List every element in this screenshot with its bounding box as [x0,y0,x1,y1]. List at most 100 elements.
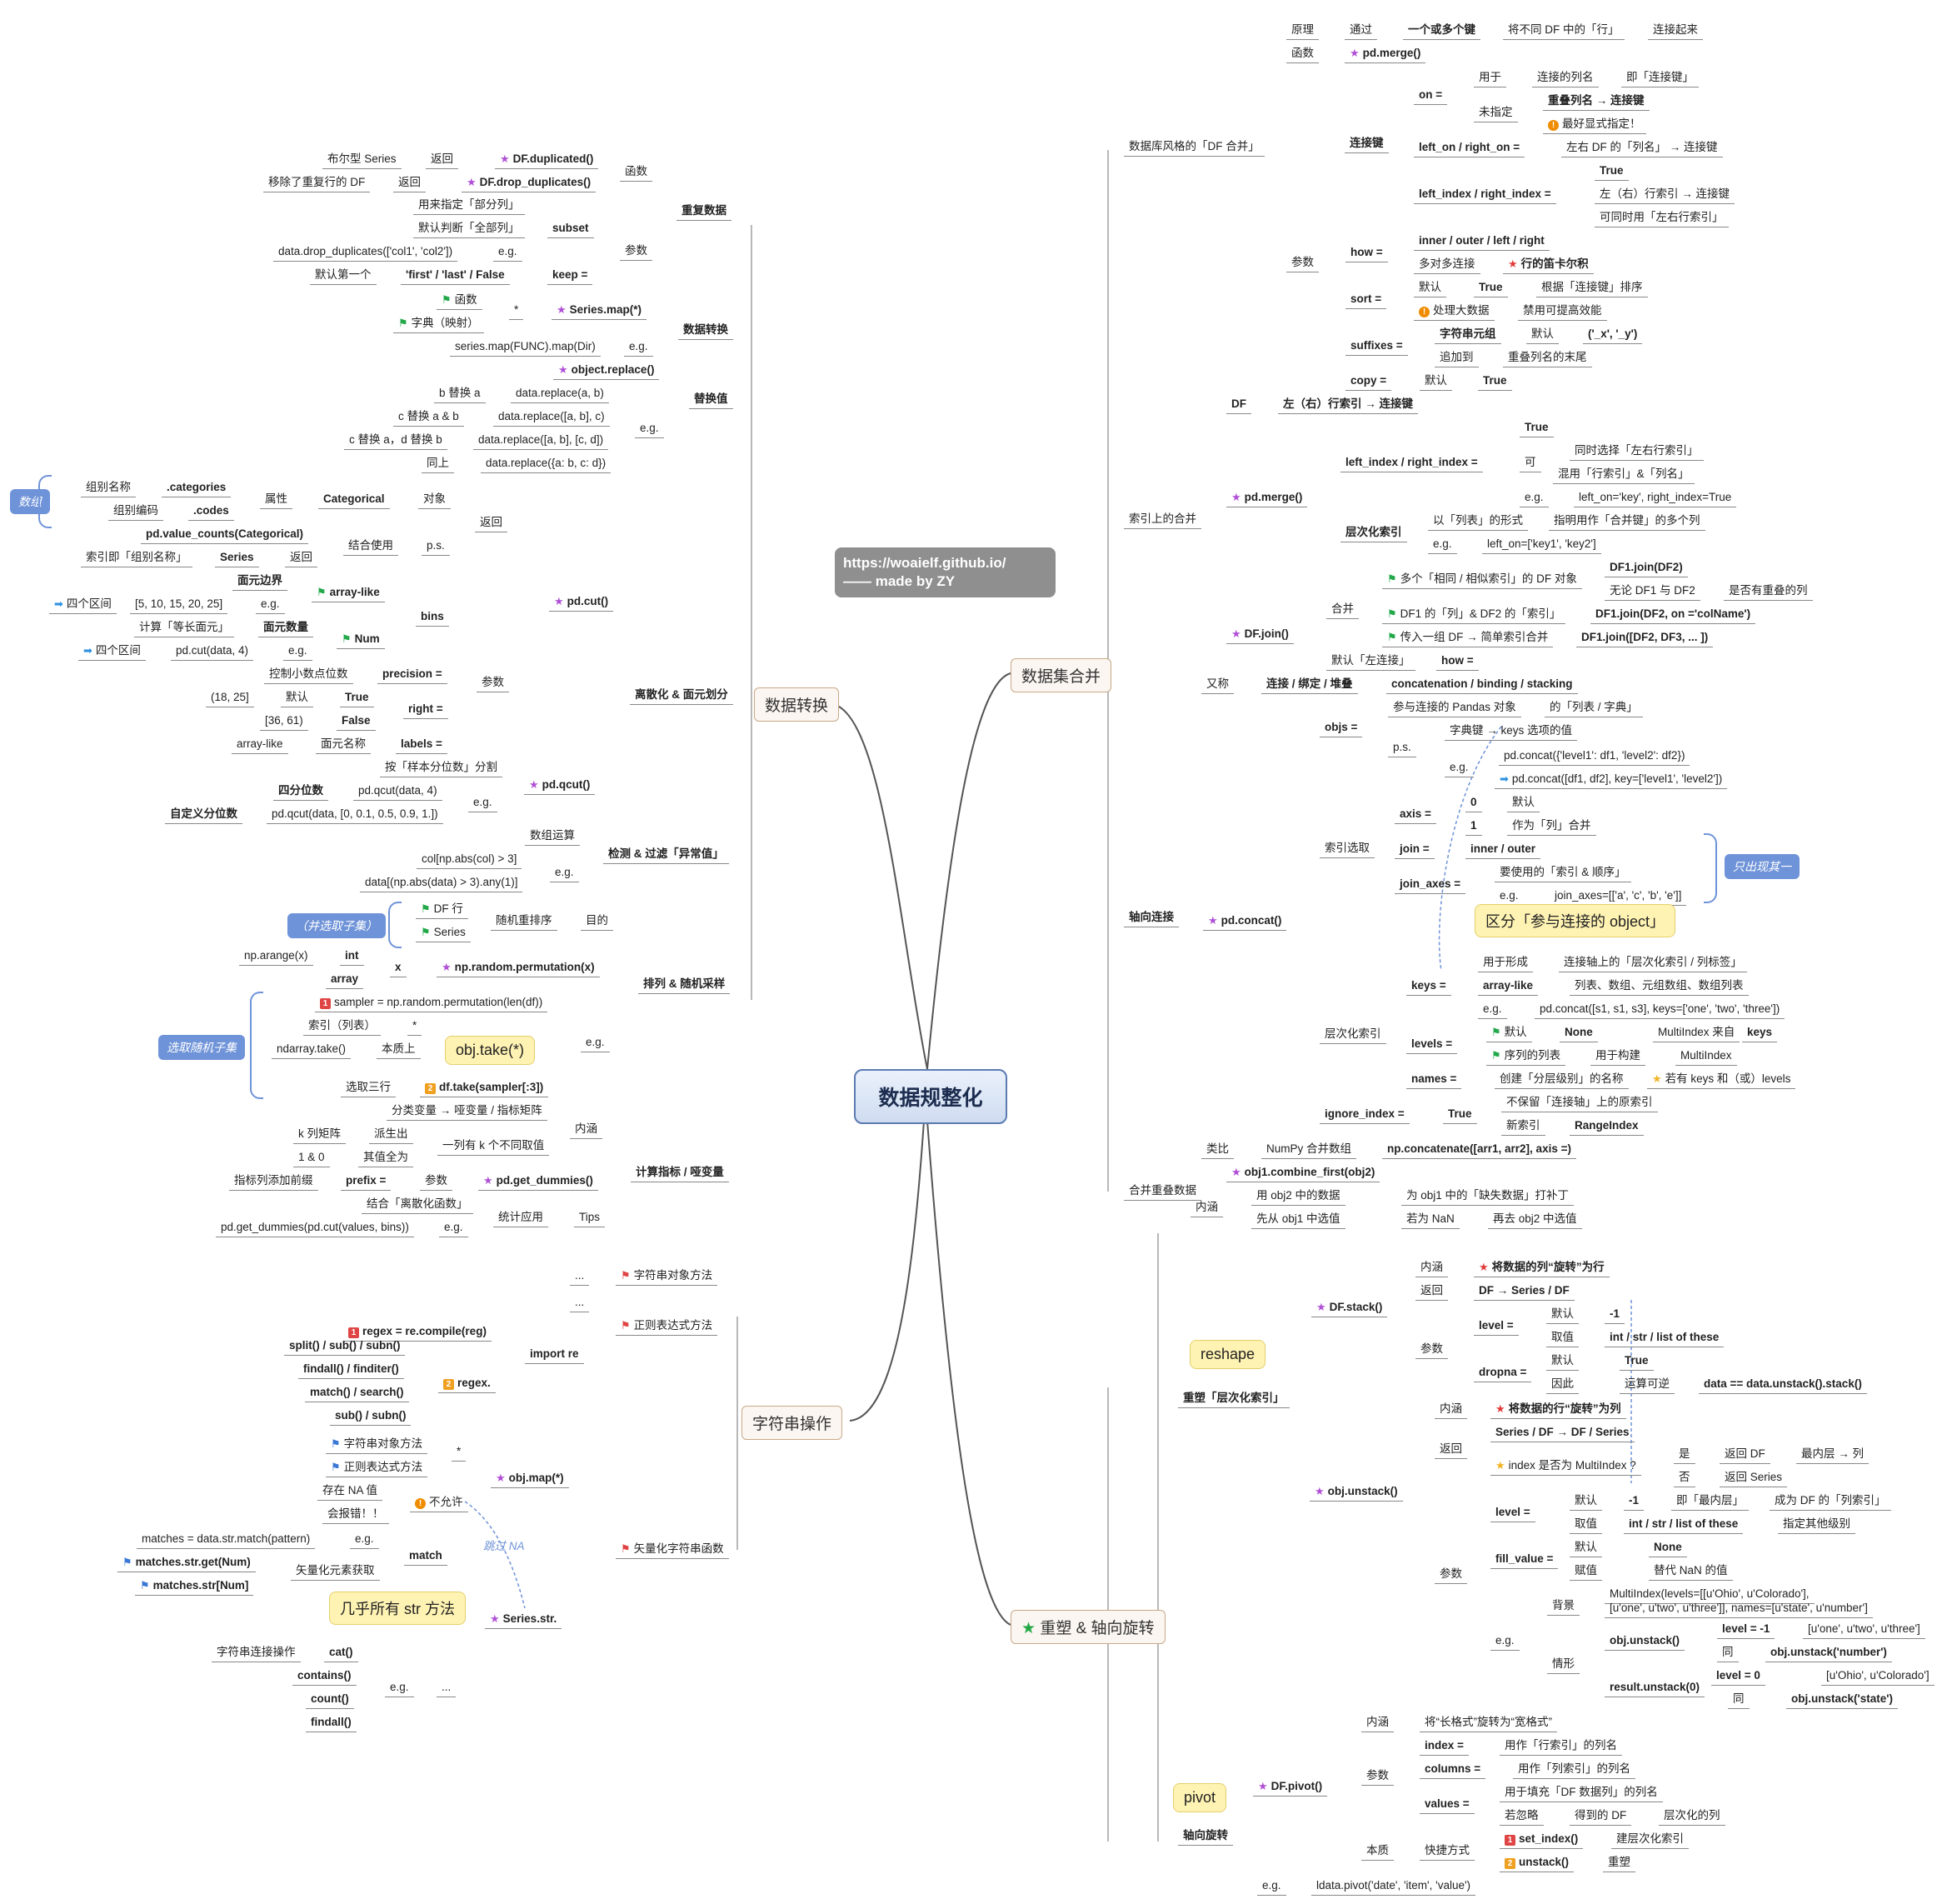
node-cut-labels[interactable]: labels = [401,737,442,751]
node-dummy-tips[interactable]: Tips [579,1211,600,1224]
node-reshape-s_m[interactable]: ★将数据的列“旋转”为行 [1479,1261,1605,1274]
node-merge-sdef[interactable]: 默认 [1531,327,1554,341]
node-dup-func[interactable]: 函数 [625,165,647,178]
node-idxmerge-j1n[interactable]: 无论 DF1 与 DF2 [1610,584,1695,597]
node-idxmerge-df_d[interactable]: 左（右）行索引 → 连接键 [1283,397,1413,411]
node-cut-cats[interactable]: .categories [167,481,226,494]
node-reshape-u_r[interactable]: Series / DF → DF / Series [1495,1426,1630,1439]
node-str-objmap[interactable]: ★obj.map(*) [496,1472,564,1485]
node-concat-idxsel[interactable]: 索引选取 [1325,842,1370,855]
node-merge-copy[interactable]: copy = [1350,374,1386,387]
node-cut-q1c[interactable]: pd.qcut(data, 4) [358,784,437,797]
node-overlap-o5[interactable]: 再去 obj2 中选值 [1493,1212,1577,1226]
node-cut-combine[interactable]: 结合使用 [348,539,393,552]
node-dummy-eg[interactable]: e.g. [444,1221,463,1234]
node-dummy-prefix_desc[interactable]: 指标列添加前缀 [234,1174,313,1187]
node-cut-precision_desc[interactable]: 控制小数点位数 [269,667,348,681]
node-concat-objs[interactable]: objs = [1325,721,1357,734]
node-concat-c1[interactable]: pd.concat({'level1': df1, 'level2': df2}… [1504,749,1685,762]
node-outlier-title[interactable]: 检测 & 过滤「异常值」 [608,847,724,861]
node-str-eg2[interactable]: e.g. [390,1681,409,1694]
node-merge-sort_by[interactable]: 根据「连接键」排序 [1541,281,1643,294]
node-cut-pdcut[interactable]: ★pd.cut() [554,595,608,608]
node-map-series_map[interactable]: ★Series.map(*) [557,303,642,317]
node-overlap-o2[interactable]: 为 obj1 中的「缺失数据」打补丁 [1406,1189,1569,1202]
node-dup-dupl_bool[interactable]: 布尔型 Series [327,152,397,166]
node-reshape-bg1[interactable]: MultiIndex(levels=[[u'Ohio', u'Colorado'… [1610,1587,1810,1601]
node-pivot-title[interactable]: 轴向旋转 [1183,1829,1228,1842]
node-perm-x[interactable]: x [395,961,402,974]
node-cut-num[interactable]: ⚑Num [342,632,380,646]
node-pivot-shortcut[interactable]: 快捷方式 [1425,1844,1470,1857]
node-cut-labels_desc[interactable]: 面元名称 [321,737,366,751]
topic-transform[interactable]: 数据转换 [754,687,840,722]
node-reshape-lv1v[interactable]: [u'one', u'two', u'three'] [1808,1622,1920,1636]
node-concat-l_use[interactable]: 用于构建 [1595,1049,1640,1062]
node-reshape-f_none[interactable]: None [1654,1541,1682,1554]
node-concat-ign_2[interactable]: 新索引 [1506,1119,1540,1132]
node-dummy-code[interactable]: pd.get_dummies(pd.cut(values, bins)) [221,1221,409,1234]
node-merge-joinkey[interactable]: 连接键 [1350,137,1384,150]
node-outlier-ops[interactable]: 数组运算 [530,829,575,842]
node-str-star[interactable]: * [457,1445,461,1458]
node-reshape-val[interactable]: 取值 [1551,1331,1574,1344]
node-cut-labels_type[interactable]: array-like [237,737,283,751]
node-concat-a1[interactable]: 1 [1470,819,1477,832]
node-cut-param[interactable]: 参数 [482,676,504,689]
node-concat-jax_d[interactable]: 要使用的「索引 & 顺序」 [1500,866,1626,879]
node-perm-np_arange[interactable]: np.arange(x) [244,949,308,962]
node-merge-tuple[interactable]: 字符串元组 [1440,327,1496,341]
node-dummy-k[interactable]: k 列矩阵 [298,1127,341,1141]
node-overlap-func[interactable]: ★obj1.combine_first(obj2) [1231,1166,1375,1179]
node-reshape-u_other[interactable]: 指定其他级别 [1783,1517,1850,1531]
node-pivot-m[interactable]: 将“长格式”旋转为“宽格式” [1425,1716,1552,1729]
node-reshape-oun[interactable]: obj.unstack('number') [1770,1646,1887,1659]
node-idxmerge-eg2_c[interactable]: left_on=['key1', 'key2'] [1487,537,1596,551]
node-str-dots3[interactable]: ... [442,1681,451,1694]
node-cut-vc[interactable]: pd.value_counts(Categorical) [146,527,303,541]
node-reshape-ous[interactable]: obj.unstack('state') [1791,1692,1893,1706]
node-concat-l_mi2[interactable]: MultiIndex [1680,1049,1732,1062]
node-replace-title[interactable]: 替换值 [694,392,728,406]
node-dummy-val[interactable]: 其值全为 [363,1151,408,1164]
node-idxmerge-j2c[interactable]: DF1.join(DF2, on ='colName') [1595,607,1750,621]
node-reshape-ou[interactable]: obj.unstack() [1610,1634,1680,1647]
node-reshape-no[interactable]: 否 [1679,1471,1690,1484]
node-cut-four[interactable]: ➡四个区间 [54,597,112,611]
node-dup-keep_def[interactable]: 默认第一个 [315,268,372,282]
topic-combine[interactable]: 数据集合并 [1011,658,1112,692]
node-cut-array_like[interactable]: ⚑array-like [317,586,380,599]
node-concat-k_al[interactable]: array-like [1483,979,1533,992]
node-overlap-o3[interactable]: 先从 obj1 中选值 [1256,1212,1340,1226]
node-dup-param[interactable]: 参数 [625,244,647,257]
node-concat-ign_1[interactable]: 不保留「连接轴」上的原索引 [1506,1096,1653,1109]
node-replace-r4b[interactable]: data.replace({a: b, c: d}) [486,457,606,470]
node-idxmerge-pdmerge[interactable]: ★pd.merge() [1231,491,1302,504]
node-pivot-index[interactable]: index = [1425,1739,1464,1752]
node-idxmerge-sel[interactable]: 同时选择「左右行索引」 [1575,444,1699,457]
node-str-contains[interactable]: contains() [297,1669,352,1682]
node-pivot-omit[interactable]: 若忽略 [1505,1809,1539,1822]
node-concat-k_al_d[interactable]: 列表、数组、元组数组、数组列表 [1575,979,1744,992]
node-str-s2[interactable]: findall() / finditer() [303,1362,399,1376]
node-perm-essence[interactable]: 本质上 [382,1042,416,1056]
node-perm-idx[interactable]: 索引（列表） [308,1019,376,1032]
node-str-get[interactable]: ⚑matches.str.get(Num) [122,1556,251,1569]
node-concat-axis[interactable]: axis = [1400,807,1431,821]
node-cut-right_b[interactable]: [36, 61) [265,714,303,727]
node-concat-objs_d2[interactable]: 的「列表 / 字典」 [1550,701,1638,714]
node-merge-sort_t[interactable]: True [1479,281,1503,294]
node-str-om2[interactable]: ⚑正则表达式方法 [331,1461,422,1474]
node-pivot-index_d[interactable]: 用作「行索引」的列名 [1505,1739,1617,1752]
node-reshape-lv0v[interactable]: [u'Ohio', u'Colorado'] [1826,1669,1930,1682]
node-dummy-one[interactable]: 1 & 0 [298,1151,325,1164]
node-perm-take[interactable]: ndarray.take() [277,1042,346,1056]
node-perm-title[interactable]: 排列 & 随机采样 [643,977,725,991]
node-cut-bins[interactable]: bins [421,610,444,623]
node-reshape-level[interactable]: level = [1479,1319,1514,1332]
node-concat-jax[interactable]: join_axes = [1400,877,1460,891]
node-merge-cval[interactable]: True [1483,374,1507,387]
